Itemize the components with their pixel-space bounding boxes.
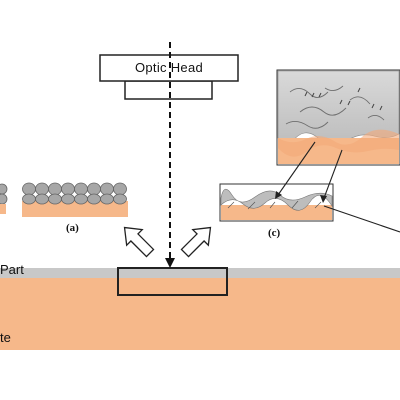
inset-c-small (219, 183, 334, 222)
inset-b-partial (0, 183, 8, 214)
left-arrow-icon (123, 226, 155, 258)
leader-line-2 (323, 149, 343, 199)
inset-large-microstructure (276, 69, 400, 166)
part-layer (0, 268, 400, 278)
base-label: te (0, 330, 11, 345)
optic-head-nozzle (124, 80, 213, 100)
inset-a-caption: (a) (66, 222, 79, 234)
leader-line-3 (323, 205, 400, 233)
inset-c-caption: (c) (268, 227, 281, 239)
part-label: Part (0, 262, 24, 277)
laser-beam-arrowhead (165, 258, 175, 268)
melt-zone-box (117, 267, 228, 296)
substrate-block (0, 278, 400, 350)
inset-a-powder-bed (22, 182, 128, 217)
leader-arrow-2 (320, 195, 327, 203)
leader-arrow-1 (275, 191, 282, 199)
optic-head-label: Optic Head (134, 60, 204, 75)
right-arrow-icon (180, 226, 212, 258)
leader-line-1 (277, 141, 316, 196)
